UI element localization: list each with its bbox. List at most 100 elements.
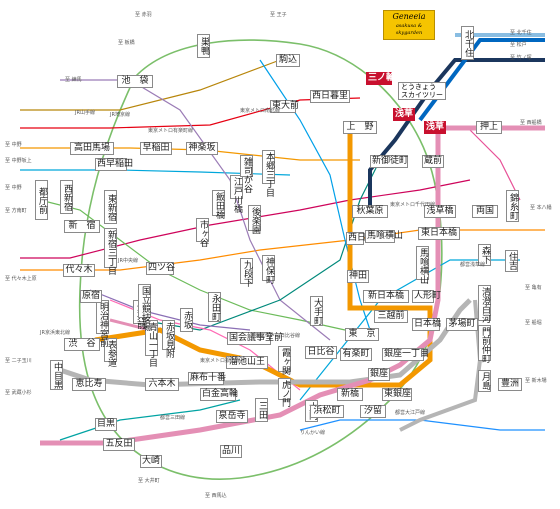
label-nakano2: 至 中野 xyxy=(5,185,22,191)
station-kinshicho[interactable]: 錦糸町 xyxy=(506,190,519,222)
station-ginza1[interactable]: 銀座一丁目 xyxy=(382,348,430,361)
station-kitasenju[interactable]: 北千住 xyxy=(461,26,474,60)
station-toranomon[interactable]: 虎ノ門 xyxy=(278,378,291,407)
station-shimbashi[interactable]: 新橋 xyxy=(337,388,363,401)
station-meijijingu[interactable]: 明治神宮前 xyxy=(96,300,109,347)
station-oshiage[interactable]: 押上 xyxy=(476,121,502,134)
station-yurakucho[interactable]: 有楽町 xyxy=(340,348,372,361)
station-ebisu[interactable]: 恵比寿 xyxy=(72,378,106,391)
station-harajuku[interactable]: 原宿 xyxy=(80,290,102,303)
station-sugamo[interactable]: 巣鴨 xyxy=(197,34,210,58)
station-hibiya[interactable]: 日比谷 xyxy=(305,346,337,359)
station-gotanda[interactable]: 五反田 xyxy=(103,438,135,451)
station-hamamatsucho[interactable]: 浜松町 xyxy=(310,405,344,418)
station-omotesando[interactable]: 表参道 xyxy=(104,338,117,367)
station-nihombashi[interactable]: 日本橋 xyxy=(412,318,442,331)
station-nishishinjuku[interactable]: 西新宿 xyxy=(60,180,73,214)
station-roppongi[interactable]: 六本木 xyxy=(145,378,179,391)
line-chiyoda: 東京メトロ千代田線 xyxy=(390,202,436,208)
station-ichigaya[interactable]: 市ヶ谷 xyxy=(196,218,209,247)
station-takadanobaba[interactable]: 高田馬場 xyxy=(70,142,114,155)
station-shinjuku3[interactable]: 新宿三丁目 xyxy=(104,228,117,275)
station-tameikesanno[interactable]: 溜池山王 xyxy=(226,356,268,369)
label-yoyogiuehara: 至 代々木上原 xyxy=(5,276,37,282)
station-higashiginza[interactable]: 東銀座 xyxy=(382,388,412,401)
station-sengakuji[interactable]: 泉岳寺 xyxy=(216,410,248,423)
station-shinjuku[interactable]: 新 宿 xyxy=(64,220,100,233)
station-shibuya[interactable]: 渋 谷 xyxy=(64,338,100,351)
station-tochomae[interactable]: 都庁前 xyxy=(35,180,48,220)
station-higashishinjuku[interactable]: 東新宿 xyxy=(104,190,117,224)
station-kanamecho[interactable]: 西早稲田 xyxy=(95,158,134,171)
station-komagome[interactable]: 駒込 xyxy=(276,54,300,67)
station-jimbocho[interactable]: 神保町 xyxy=(262,255,275,284)
station-akasakamitsuke[interactable]: 赤坂見附 xyxy=(162,320,175,358)
station-todaimae[interactable]: 東大前 xyxy=(270,100,300,113)
station-ginza[interactable]: 銀座 xyxy=(368,368,390,381)
station-akasaka[interactable]: 赤坂 xyxy=(180,308,193,332)
station-shinokachimachi[interactable]: 新御徒町 xyxy=(370,155,409,168)
station-nakameguro[interactable]: 中目黒 xyxy=(50,360,63,390)
station-morishita[interactable]: 森下 xyxy=(478,244,491,266)
station-shiodome[interactable]: 汐留 xyxy=(360,405,386,418)
label-honancho: 至 方南町 xyxy=(5,208,27,214)
station-zoshigaya[interactable]: 雑司が谷 xyxy=(240,155,253,193)
station-yotsuya[interactable]: 四ツ谷 xyxy=(146,262,176,275)
property-logo: Geneeia asakusa & skygarden xyxy=(383,10,435,40)
station-shinagawa[interactable]: 品川 xyxy=(220,445,242,458)
station-ikebukuro[interactable]: 池 袋 xyxy=(117,75,153,88)
station-osaki[interactable]: 大崎 xyxy=(140,455,162,468)
station-kuramae[interactable]: 蔵前 xyxy=(422,155,444,168)
label-motoyawata: 至 本八幡 xyxy=(530,205,552,211)
station-ryogoku[interactable]: 両国 xyxy=(472,205,498,218)
station-aoyama1[interactable]: 青山一丁目 xyxy=(145,320,158,367)
label-oji: 至 王子 xyxy=(270,12,287,18)
station-kagurazaka[interactable]: 神楽坂 xyxy=(186,142,218,155)
station-shinnihombashi[interactable]: 新日本橋 xyxy=(363,290,409,303)
station-kayabacho[interactable]: 茅場町 xyxy=(446,318,478,331)
station-tokyo[interactable]: 東 京 xyxy=(345,328,379,341)
logo-name: Geneeia xyxy=(392,12,426,21)
station-nagatacho[interactable]: 永田町 xyxy=(208,292,221,322)
station-waseda[interactable]: 早稲田 xyxy=(140,142,172,155)
station-mita[interactable]: 三田 xyxy=(255,398,268,422)
label-kameari: 至 亀有 xyxy=(525,285,542,291)
ginza-line xyxy=(94,128,433,388)
station-minowa[interactable]: 三ノ輪 xyxy=(366,72,396,85)
station-mitsukoshimae[interactable]: 三越前 xyxy=(374,310,408,323)
station-higashinihombashi[interactable]: 東日本橋 xyxy=(418,227,460,240)
station-asakusa[interactable]: 浅草 xyxy=(424,121,446,134)
station-tsukishima[interactable]: 月島 xyxy=(478,370,491,392)
station-azabujuban[interactable]: 麻布十番 xyxy=(188,372,227,385)
station-kanda[interactable]: 神田 xyxy=(347,270,369,283)
station-korakuen[interactable]: 後楽園 xyxy=(248,205,261,234)
station-bakurocho-label: 馬喰横山 xyxy=(365,230,404,243)
station-akihabara[interactable]: 秋葉原 xyxy=(352,205,388,218)
line-chuo: JR中央線 xyxy=(118,258,138,264)
station-meguro[interactable]: 目黒 xyxy=(95,418,117,431)
station-nishinippori[interactable]: 西日暮里 xyxy=(310,90,350,103)
station-iidabashi[interactable]: 飯田橋 xyxy=(212,190,225,219)
station-yoyogi[interactable]: 代々木 xyxy=(63,264,95,277)
station-bakurocho[interactable]: 馬喰横山 xyxy=(416,246,429,284)
station-kiyosumishirakawa[interactable]: 清澄白河 xyxy=(478,285,491,323)
station-asakusabashi[interactable]: 浅草橋 xyxy=(424,205,456,218)
station-shirokane[interactable]: 白金高輪 xyxy=(200,388,239,401)
line-saikyo: JR埼京線 xyxy=(110,112,130,118)
station-kudanshita[interactable]: 九段下 xyxy=(240,258,253,287)
station-asakusa-tsukuba[interactable]: 浅草 xyxy=(393,108,415,121)
station-sumiyoshi[interactable]: 住吉 xyxy=(505,250,518,272)
station-toyosu[interactable]: 豊洲 xyxy=(498,378,522,391)
label-nishimagome: 至 西馬込 xyxy=(205,493,227,499)
station-kasumigaseki[interactable]: 霞ヶ関 xyxy=(278,346,291,375)
station-ningyocho[interactable]: 人形町 xyxy=(412,290,442,303)
label-funabori: 至 船堀 xyxy=(525,320,542,326)
station-ueno[interactable]: 上 野 xyxy=(343,121,377,134)
station-kokkai[interactable]: 国会議事堂前 xyxy=(227,332,284,345)
station-edogawabashi[interactable]: 江戸川橋 xyxy=(230,175,243,213)
station-hongo3[interactable]: 本郷三丁目 xyxy=(262,150,275,197)
station-kokuritsu[interactable]: 国立競技場 xyxy=(138,284,151,331)
station-otemachi[interactable]: 大手町 xyxy=(310,296,323,326)
label-matsudo: 至 松戸 xyxy=(510,42,527,48)
station-monzennakacho[interactable]: 門前仲町 xyxy=(478,325,491,363)
